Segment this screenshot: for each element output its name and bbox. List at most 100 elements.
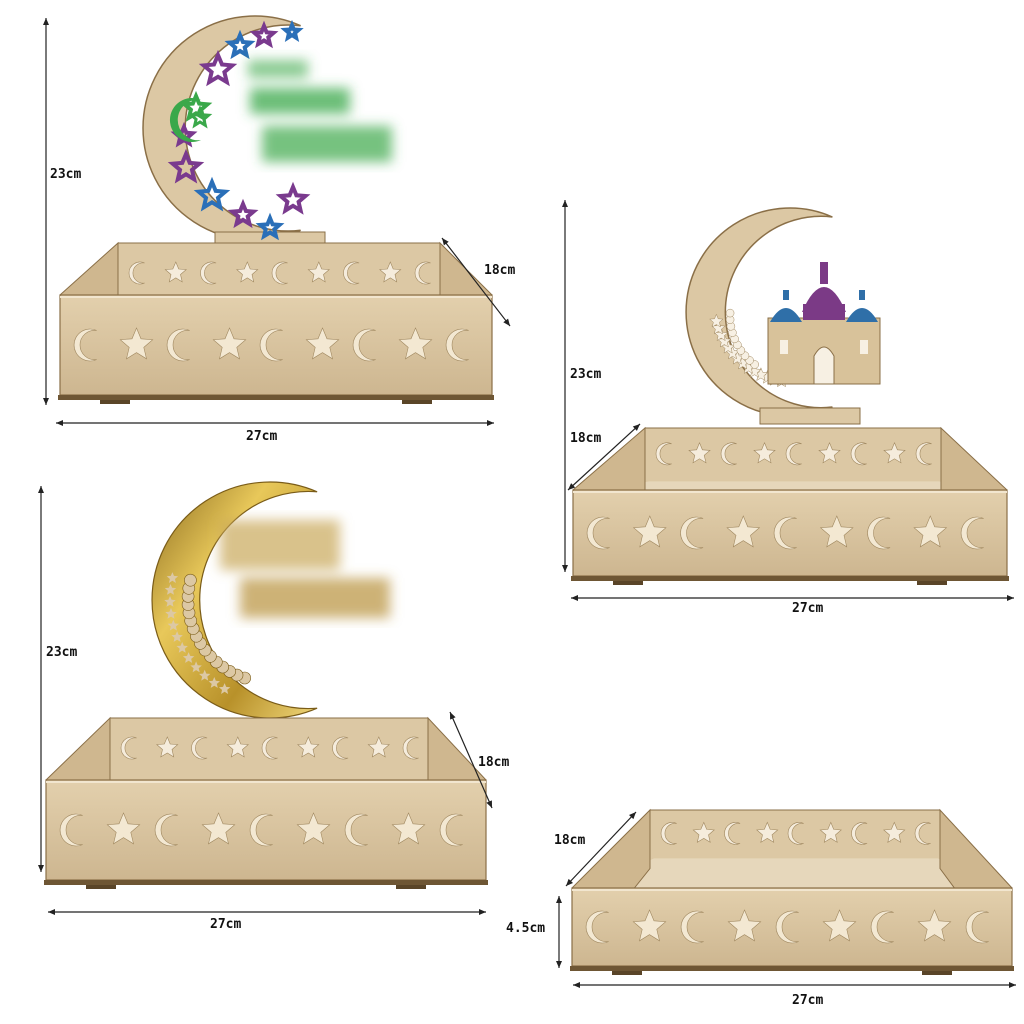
star-cutout: [379, 261, 402, 283]
blurred-text-block: [220, 520, 340, 570]
arrow-head: [629, 812, 636, 820]
star-cutout: [296, 812, 331, 845]
mosque-spire: [783, 290, 789, 300]
moon-cutout: [586, 516, 610, 550]
lattice-cutout: [709, 313, 724, 328]
arrow-head: [1007, 595, 1014, 601]
star-cutout: [756, 821, 779, 843]
star-cutout: [305, 327, 340, 360]
gold-star-cutout: [182, 652, 195, 663]
star-cutout: [688, 442, 711, 464]
moon-cutout: [352, 328, 376, 362]
moon-cutout: [402, 736, 419, 760]
tray-base: [58, 395, 494, 400]
star-cutout: [164, 261, 187, 283]
moon-cutout: [120, 736, 137, 760]
gold-star-cutout: [218, 683, 231, 694]
arrow-head: [38, 486, 44, 493]
mosque-drum: [803, 304, 845, 320]
blurred-text: [248, 60, 392, 162]
gold-star-cutout: [176, 641, 188, 653]
box-height-arrow: [556, 896, 562, 968]
arrow-head: [38, 865, 44, 872]
arrow-head: [632, 424, 640, 431]
star-cutout: [398, 327, 433, 360]
gold-star-cutout: [166, 572, 179, 583]
depth-arrow: [449, 711, 493, 809]
gold-star-cutout: [165, 607, 177, 619]
arrow-head: [487, 420, 494, 426]
mosque-minaret-top: [820, 262, 828, 284]
wooden-tray-4: [570, 808, 1014, 975]
decorative-star: [255, 212, 285, 241]
arrow-head: [562, 200, 568, 207]
gold-star-cutout: [167, 619, 180, 631]
width-arrow: [573, 982, 1016, 988]
tray-foot: [402, 400, 432, 404]
decorative-star: [227, 198, 259, 229]
tray-front-panel: [572, 489, 1008, 577]
tray-foot: [100, 400, 130, 404]
gold-star-cutout: [164, 596, 176, 607]
star-cutout: [367, 736, 390, 758]
arrow-head: [573, 982, 580, 988]
star-cutout: [819, 821, 842, 843]
tray-front-panel: [45, 779, 487, 881]
arrow-head: [571, 595, 578, 601]
width-arrow: [48, 909, 486, 915]
moon-cutout: [414, 261, 431, 285]
green-crescent: [169, 98, 202, 142]
blurred-text-block: [248, 60, 308, 78]
tray-foot: [612, 971, 642, 975]
star-cutout: [156, 736, 179, 758]
decorative-star: [249, 20, 279, 49]
arrow-head: [556, 896, 562, 903]
star-cutout: [212, 327, 247, 360]
moon-cutout: [439, 813, 463, 847]
mosque-spire: [859, 290, 865, 300]
star-cutout: [692, 821, 715, 843]
moon-cutout: [785, 442, 802, 466]
arrow-head: [486, 800, 492, 808]
star-cutout: [297, 736, 320, 758]
gold-crescent-body: [151, 481, 318, 719]
gold-star-cutout: [171, 631, 183, 642]
dim-label-depth: 18cm: [554, 833, 586, 848]
width-arrow: [571, 595, 1014, 601]
moon-cutout: [915, 442, 932, 466]
moon-cutout: [585, 910, 609, 944]
moon-cutout: [960, 516, 984, 550]
star-cutout: [819, 515, 854, 548]
decorative-star: [275, 181, 311, 215]
moon-cutout: [870, 910, 894, 944]
moon-cutout: [343, 261, 360, 285]
green-star: [187, 105, 213, 129]
blurred-text: [220, 520, 390, 618]
tray-front-panel: [59, 294, 493, 396]
mosque-dome-left: [770, 308, 802, 322]
dim-label-box-height: 4.5cm: [506, 921, 546, 936]
moon-cutout: [775, 910, 799, 944]
gold-crescent-topper: [151, 481, 390, 719]
star-cutout: [106, 812, 141, 845]
blurred-text-block: [250, 88, 350, 114]
moon-cutout: [660, 822, 677, 845]
crescent-stand: [759, 407, 861, 425]
colorful-crescent-topper: [142, 15, 392, 247]
star-cutout: [883, 821, 906, 843]
star-cutout: [727, 909, 762, 942]
gold-star-cutout: [190, 661, 202, 673]
moon-cutout: [867, 516, 891, 550]
decorative-star: [224, 29, 256, 60]
dimension-line: [449, 711, 493, 809]
dim-label-width: 27cm: [792, 601, 824, 616]
mosque-door: [813, 346, 835, 385]
dim-label-height: 23cm: [50, 167, 82, 182]
gold-star-cutout: [208, 677, 220, 688]
decorative-star: [280, 19, 304, 43]
arrow-head: [56, 420, 63, 426]
star-cutout: [632, 909, 667, 942]
dim-label-height: 23cm: [570, 367, 602, 382]
dimension-line: [441, 237, 511, 327]
